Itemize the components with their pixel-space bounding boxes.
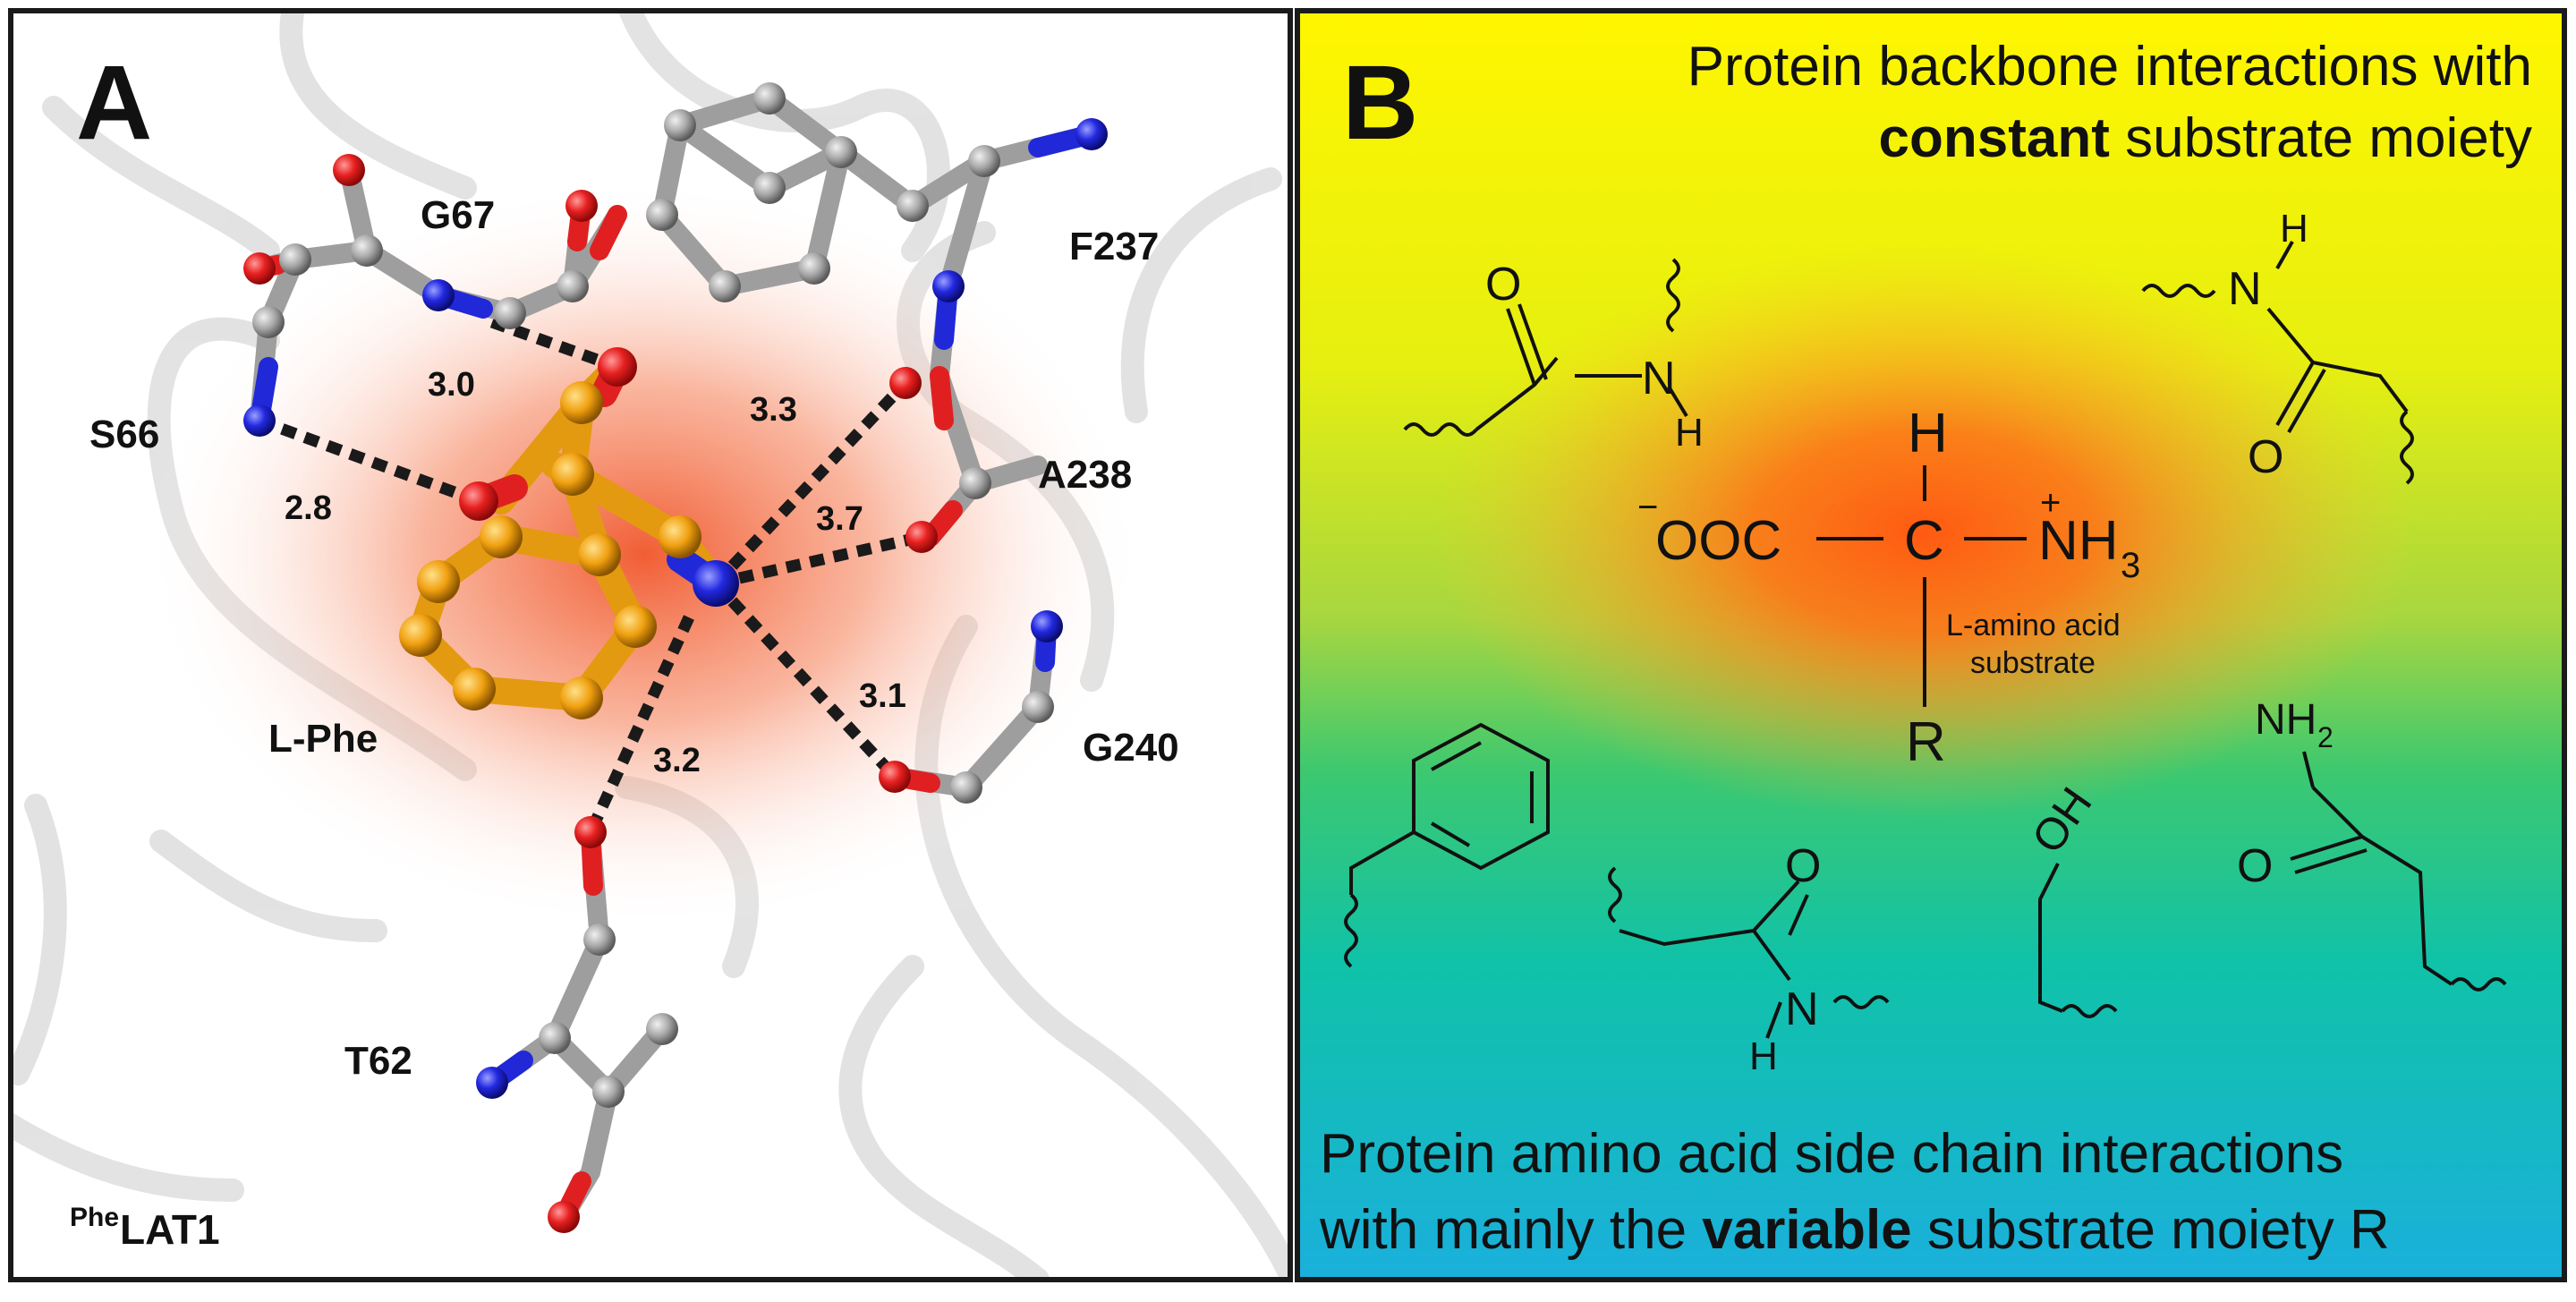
frag3-h: H bbox=[1749, 1034, 1778, 1078]
hydrogen-bonds bbox=[257, 316, 923, 835]
bottom-caption-bold: variable bbox=[1702, 1199, 1911, 1261]
hbond-a238 bbox=[714, 531, 923, 590]
top-caption-rest: substrate moiety bbox=[2110, 107, 2532, 169]
frag2-h: H bbox=[2280, 207, 2308, 251]
center-c: C bbox=[1904, 510, 1944, 572]
center-h: H bbox=[1908, 403, 1948, 464]
hbond-t62 bbox=[585, 615, 694, 835]
panel-a: A G67 S66 F237 A238 G240 T62 L-Phe 2.8 3… bbox=[11, 11, 1290, 1280]
label-s66: S66 bbox=[89, 413, 159, 456]
panel-a-border bbox=[8, 8, 1293, 1282]
center-ooc: OOC bbox=[1655, 510, 1781, 572]
top-caption-line2: constant substrate moiety bbox=[1879, 107, 2532, 169]
distance-t62: 3.2 bbox=[653, 742, 701, 779]
frag5-nh-sub: 2 bbox=[2317, 721, 2334, 753]
protein-label-main: LAT1 bbox=[120, 1206, 220, 1253]
frag3-n: N bbox=[1785, 983, 1819, 1035]
top-caption-bold: constant bbox=[1879, 107, 2110, 169]
fragment-primary-amide: NH 2 O bbox=[2237, 696, 2507, 991]
distance-s66: 2.8 bbox=[285, 489, 332, 527]
protein-label-superscript: Phe bbox=[70, 1203, 119, 1232]
fragment-phenyl bbox=[1344, 722, 1550, 968]
atoms-oxygen bbox=[243, 154, 938, 1233]
center-caption-line2: substrate bbox=[1970, 646, 2096, 680]
frag1-n: N bbox=[1642, 353, 1676, 404]
label-t62: T62 bbox=[344, 1039, 412, 1083]
hbond-g240 bbox=[711, 579, 899, 781]
frag2-n: N bbox=[2228, 263, 2262, 315]
atoms-nitrogen bbox=[243, 118, 1108, 1099]
frag5-o: O bbox=[2237, 840, 2273, 892]
panel-b: B Protein backbone interactions with con… bbox=[1297, 11, 2564, 1280]
fragment-amide-top-left: O N H bbox=[1403, 258, 1704, 455]
panel-a-letter: A bbox=[76, 44, 152, 162]
label-g67: G67 bbox=[421, 193, 495, 237]
label-a238: A238 bbox=[1038, 453, 1132, 497]
substrate-glow bbox=[1432, 246, 2416, 819]
distance-f237: 3.3 bbox=[750, 391, 797, 429]
panel-b-border bbox=[1295, 8, 2567, 1282]
center-caption-line1: L-amino acid bbox=[1946, 608, 2121, 642]
label-g240: G240 bbox=[1083, 726, 1179, 770]
hbond-g67 bbox=[489, 316, 620, 373]
distance-a238: 3.7 bbox=[816, 500, 863, 538]
panel-b-letter: B bbox=[1342, 44, 1418, 162]
bottom-caption-post: substrate moiety R bbox=[1912, 1199, 2390, 1261]
top-caption-line1: Protein backbone interactions with bbox=[1688, 36, 2532, 98]
center-r: R bbox=[1906, 711, 1946, 773]
bottom-caption-pre: with mainly the bbox=[1319, 1199, 1702, 1261]
distance-g67: 3.0 bbox=[428, 366, 475, 404]
fragment-amide-top-right: N H O bbox=[2141, 207, 2414, 485]
center-nh-sub: 3 bbox=[2121, 546, 2140, 585]
central-amino-acid: H − OOC C + NH 3 R L-amino acid substrat… bbox=[1637, 403, 2140, 773]
frag2-o: O bbox=[2248, 431, 2283, 483]
bottom-caption-line2: with mainly the variable substrate moiet… bbox=[1319, 1199, 2390, 1261]
bottom-caption-line1: Protein amino acid side chain interactio… bbox=[1320, 1123, 2343, 1185]
frag1-h: H bbox=[1675, 411, 1704, 455]
center-nh: NH bbox=[2038, 510, 2119, 572]
distance-g240: 3.1 bbox=[859, 677, 906, 715]
center-plus: + bbox=[2040, 483, 2061, 523]
hbond-s66 bbox=[257, 414, 481, 507]
fragment-amide-bottom: O N H bbox=[1608, 840, 1890, 1078]
label-f237: F237 bbox=[1069, 225, 1159, 268]
frag3-o: O bbox=[1785, 840, 1821, 892]
binding-site-glow bbox=[143, 179, 1145, 931]
hbond-f237 bbox=[711, 379, 910, 588]
atoms-carbon bbox=[252, 82, 1054, 1108]
frag5-nh: NH bbox=[2255, 696, 2317, 744]
center-minus: − bbox=[1637, 488, 1658, 527]
label-l-phe: L-Phe bbox=[268, 717, 378, 761]
frag1-o: O bbox=[1485, 259, 1521, 311]
